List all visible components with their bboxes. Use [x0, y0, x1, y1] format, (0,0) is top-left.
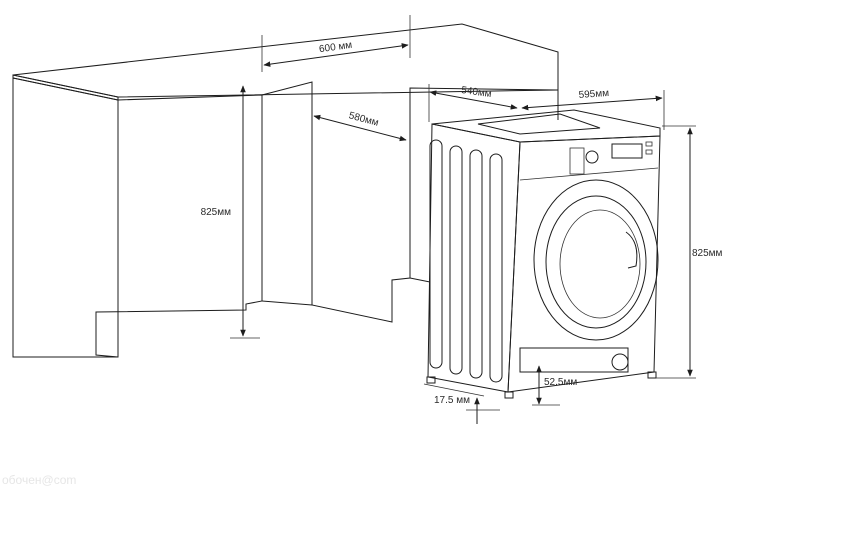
dimension-counter-width: 600 мм: [261, 15, 411, 72]
side-rib: [449, 145, 463, 375]
program-knob-icon: [585, 150, 599, 164]
door-handle: [625, 231, 638, 269]
filter-cap-icon: [611, 353, 629, 371]
door-outer-ring: [533, 179, 659, 341]
machine-foot: [426, 376, 436, 384]
label-counter-width: 600 мм: [318, 40, 353, 56]
panel-button: [645, 141, 653, 147]
machine-foot: [504, 391, 514, 399]
dimension-machine-width: 595мм: [521, 88, 665, 130]
watermark: обочен@com: [2, 473, 76, 487]
niche-plinth: [409, 277, 431, 283]
cabinet-side-panel: [12, 77, 119, 358]
niche-back-wall: [261, 81, 559, 323]
door-inner-ring: [545, 195, 647, 329]
kitchen-cabinet: [12, 23, 559, 358]
dimension-cabinet-height: 825мм: [201, 85, 260, 339]
dimension-machine-height: 825мм: [656, 125, 723, 379]
panel-button: [645, 149, 653, 155]
panel-divider: [569, 147, 585, 175]
dimension-machine-depth: 540мм: [428, 84, 518, 122]
dimension-recess: 52.5мм: [532, 365, 577, 406]
side-rib: [489, 153, 503, 383]
label-machine-height: 825мм: [692, 248, 723, 259]
machine-detergent-lid: [477, 113, 601, 135]
niche-floor: [261, 300, 313, 306]
label-cabinet-height: 825мм: [201, 207, 232, 218]
cabinet-front: [95, 94, 263, 358]
dimension-foot-height: 17.5 мм: [423, 383, 500, 424]
door-glass: [559, 209, 641, 319]
control-panel-line: [519, 167, 659, 181]
label-foot-height: 17.5 мм: [434, 395, 470, 406]
side-rib: [429, 139, 443, 369]
dimension-cabinet-depth: 580мм: [313, 110, 407, 142]
display-panel: [611, 143, 643, 159]
label-machine-width: 595мм: [578, 88, 609, 101]
side-rib: [469, 149, 483, 379]
machine-foot: [647, 371, 657, 379]
label-recess: 52.5мм: [544, 377, 577, 388]
label-machine-depth: 540мм: [461, 85, 493, 100]
washing-machine: [426, 109, 661, 399]
